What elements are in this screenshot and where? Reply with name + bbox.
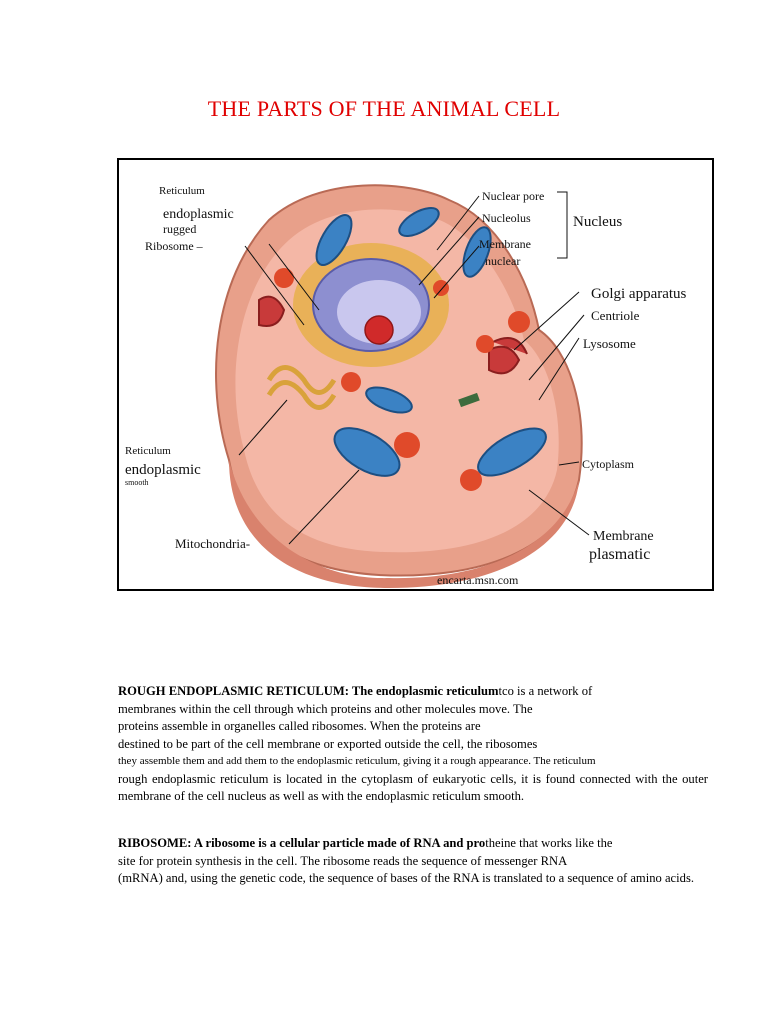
lysosome-shape bbox=[341, 372, 361, 392]
rer-line3: proteins assemble in organelles called r… bbox=[118, 719, 481, 733]
mitochondrion bbox=[333, 427, 401, 477]
lysosome-shape bbox=[394, 432, 420, 458]
label-nuclear-pore: Nuclear pore bbox=[482, 189, 544, 203]
label-cytoplasm: Cytoplasm bbox=[582, 457, 635, 471]
rer-line5: they assemble them and add them to the e… bbox=[118, 755, 596, 767]
label-nucleus: Nucleus bbox=[573, 214, 622, 230]
label-source: encarta.msn.com bbox=[437, 573, 519, 587]
nucleus-interior bbox=[337, 280, 421, 344]
page-title: THE PARTS OF THE ANIMAL CELL bbox=[207, 96, 561, 121]
ribosome-line1: theine that works like the bbox=[485, 836, 613, 850]
label-endoplasmic-top: endoplasmic bbox=[163, 207, 234, 222]
label-reticulum-bottom: Reticulum bbox=[125, 445, 171, 457]
ribosome-section: RIBOSOME: A ribosome is a cellular parti… bbox=[118, 835, 708, 888]
label-reticulum-top: Reticulum bbox=[159, 185, 205, 197]
label-centriole: Centriole bbox=[591, 308, 640, 323]
rer-line1: tco is a network of bbox=[498, 684, 593, 698]
label-plasmatic: plasmatic bbox=[589, 546, 650, 563]
lysosome-shape bbox=[508, 311, 530, 333]
lysosome-shape bbox=[460, 469, 482, 491]
animal-cell-diagram: Reticulum endoplasmic rugged Ribosome – … bbox=[117, 158, 714, 591]
smooth-er-shape bbox=[266, 365, 337, 410]
label-endoplasmic-bottom: endoplasmic bbox=[125, 462, 201, 478]
animal-cell-illustration: Reticulum endoplasmic rugged Ribosome – … bbox=[125, 184, 687, 588]
mitochondrion bbox=[398, 207, 440, 237]
label-golgi-apparatus: Golgi apparatus bbox=[591, 286, 687, 302]
golgi-shape bbox=[258, 295, 286, 327]
lysosome-shape bbox=[274, 268, 294, 288]
rer-line2: membranes within the cell through which … bbox=[118, 701, 533, 716]
lysosome-shape bbox=[476, 335, 494, 353]
mitochondrion bbox=[462, 226, 492, 278]
mitochondrion bbox=[365, 386, 413, 414]
ribosome-line2: site for protein synthesis in the cell. … bbox=[118, 853, 568, 868]
label-mitochondria: Mitochondria- bbox=[175, 536, 250, 551]
ribosome-heading: RIBOSOME: A ribosome is a cellular parti… bbox=[118, 836, 486, 850]
rer-line4: destined to be part of the cell membrane… bbox=[118, 736, 538, 751]
ribosome-line3: (mRNA) and, using the genetic code, the … bbox=[118, 871, 694, 885]
rough-er-section: ROUGH ENDOPLASMIC RETICULUM: The endopla… bbox=[118, 683, 708, 806]
label-smooth: smooth bbox=[125, 478, 149, 487]
label-nuclear: nuclear bbox=[485, 254, 520, 268]
centriole-shape bbox=[458, 392, 480, 408]
rer-heading: ROUGH ENDOPLASMIC RETICULUM: The endopla… bbox=[118, 684, 499, 698]
label-membrane-nuclear: Membrane bbox=[479, 237, 531, 251]
label-membrane-plasmatic: Membrane bbox=[593, 529, 654, 544]
nucleolus-shape bbox=[364, 315, 394, 345]
lysosome-shape bbox=[433, 280, 449, 296]
label-nucleolus: Nucleolus bbox=[482, 211, 531, 225]
rer-line6: rough endoplasmic reticulum is located i… bbox=[118, 771, 708, 804]
label-ribosome: Ribosome – bbox=[145, 239, 204, 253]
mitochondrion bbox=[477, 427, 547, 477]
mitochondrion bbox=[315, 214, 353, 266]
label-rugged: rugged bbox=[163, 222, 196, 236]
label-lysosome: Lysosome bbox=[583, 336, 636, 351]
